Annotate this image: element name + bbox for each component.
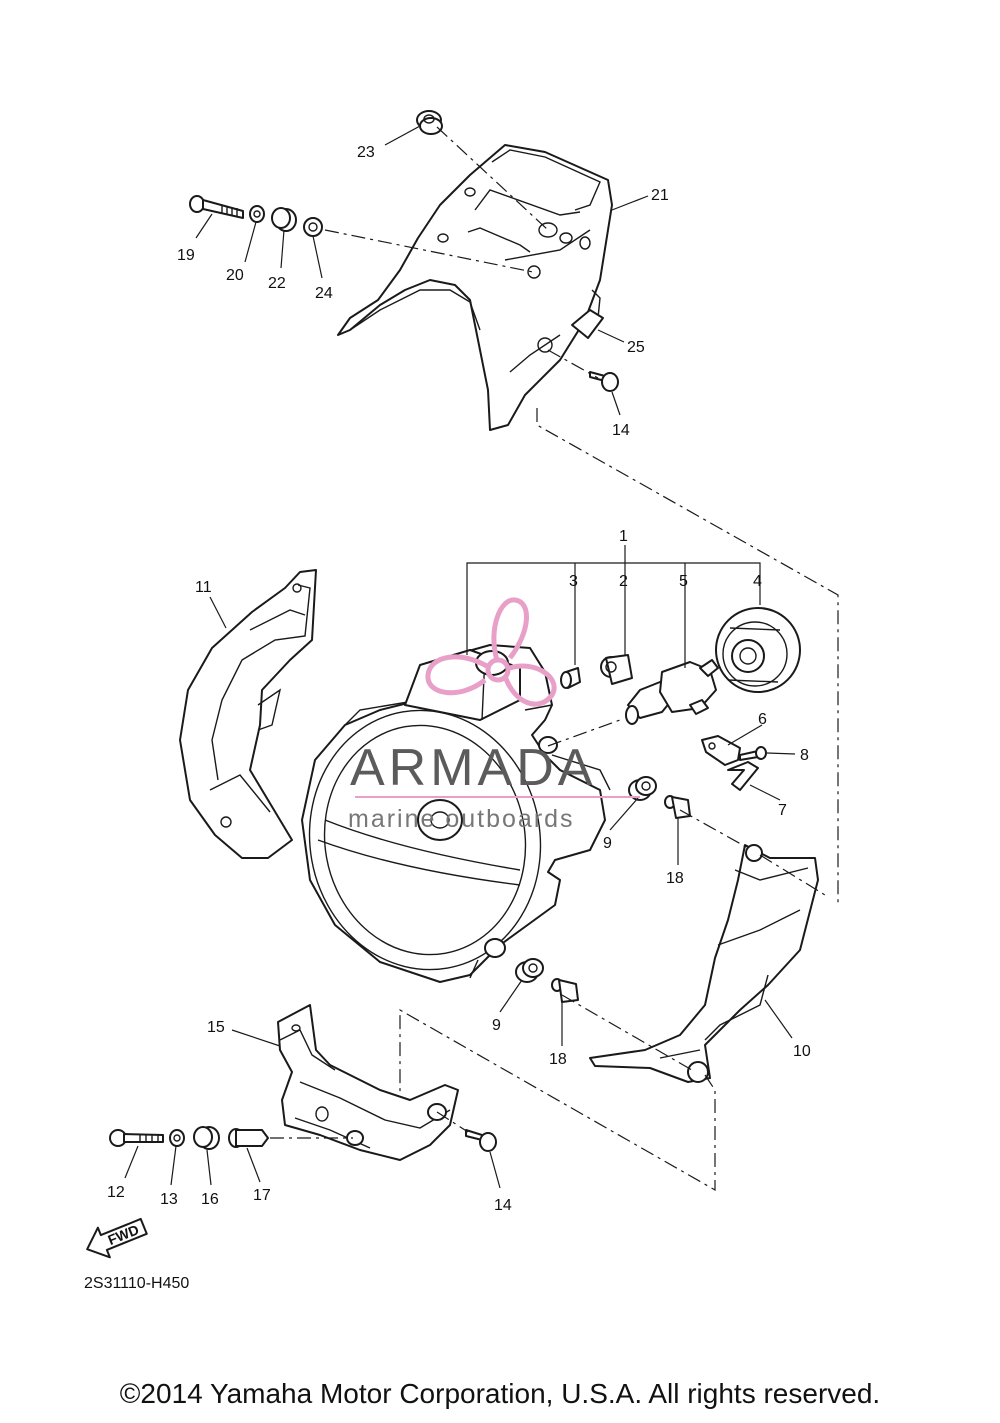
grommet-9-upper: [628, 776, 657, 801]
watermark-title: ARMADA: [350, 739, 596, 797]
callout-11: 11: [195, 579, 212, 596]
side-cover-11: [179, 569, 317, 859]
screw-8: [739, 746, 767, 761]
callout-6: 6: [758, 711, 767, 728]
callout-9-upper: 9: [603, 835, 612, 852]
diagram-code: 2S31110-H450: [84, 1275, 189, 1292]
callout-18-lower: 18: [549, 1051, 567, 1068]
clip-7: [727, 761, 759, 791]
fwd-arrow-icon: FWD: [86, 1217, 148, 1259]
socket-2: [600, 654, 633, 685]
leader-lines: [124, 125, 796, 1189]
armada-propeller-logo-icon: [425, 597, 557, 707]
callout-9-lower: 9: [492, 1017, 501, 1034]
collar-18-lower: [551, 978, 579, 1003]
copyright-notice: ©2014 Yamaha Motor Corporation, U.S.A. A…: [119, 1378, 881, 1409]
callout-13: 13: [160, 1191, 178, 1208]
collar-22: [271, 207, 297, 232]
callout-25: 25: [627, 339, 645, 356]
headlight-bracket-upper: [337, 144, 613, 431]
callout-5: 5: [679, 573, 688, 590]
callout-18-upper: 18: [666, 870, 684, 887]
callout-23: 23: [357, 144, 375, 161]
callout-16: 16: [201, 1191, 219, 1208]
callout-numbers: 1 2 3 4 5 6 7 8 9 9 10 11 12 13 14 14 15…: [107, 144, 811, 1214]
callout-4: 4: [753, 573, 762, 590]
grommet-23: [416, 110, 443, 135]
collar-17: [228, 1128, 269, 1148]
collar-18-upper: [664, 795, 691, 819]
bolt-12: [109, 1129, 164, 1147]
washer-20: [249, 205, 265, 223]
bulb-5: [625, 659, 719, 725]
callout-17: 17: [253, 1187, 271, 1204]
bulb-3: [560, 667, 581, 689]
bolt-19: [189, 195, 244, 219]
armada-watermark: ARMADA marine outboards: [348, 597, 640, 833]
callout-10: 10: [793, 1043, 811, 1060]
side-cover-10: [589, 844, 819, 1083]
nut-24: [303, 217, 323, 237]
callout-20: 20: [226, 267, 244, 284]
reflector-4: [715, 607, 801, 693]
callout-1: 1: [619, 528, 628, 545]
cord-holder-6: [701, 735, 741, 766]
callout-8: 8: [800, 747, 809, 764]
callout-15: 15: [207, 1019, 225, 1036]
callout-24: 24: [315, 285, 333, 302]
grommet-9-lower: [515, 958, 544, 983]
damper-25: [571, 309, 604, 339]
screw-14-lower: [465, 1129, 497, 1152]
washer-13: [169, 1129, 185, 1147]
callout-21: 21: [651, 187, 669, 204]
callout-2: 2: [619, 573, 628, 590]
callout-22: 22: [268, 275, 286, 292]
callout-14-lower: 14: [494, 1197, 512, 1214]
watermark-subtitle: marine outboards: [348, 805, 575, 833]
callout-7: 7: [778, 802, 787, 819]
callout-14-upper: 14: [612, 422, 630, 439]
screw-14-upper: [589, 371, 619, 392]
callout-group-1-bracket: [466, 545, 761, 668]
callout-3: 3: [569, 573, 578, 590]
assembly-lines: [270, 126, 839, 1192]
callout-19: 19: [177, 247, 195, 264]
collar-16: [193, 1126, 220, 1150]
callout-12: 12: [107, 1184, 125, 1201]
